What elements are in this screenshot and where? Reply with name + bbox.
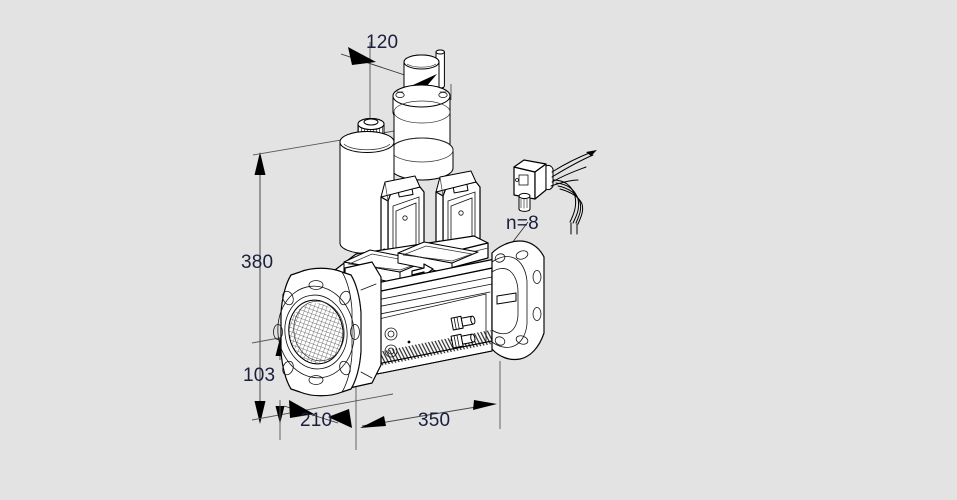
dimension-label-350: 350 xyxy=(418,410,450,431)
din-connector-detached xyxy=(513,159,554,212)
inlet-flange-with-screen xyxy=(273,261,382,397)
dimension-label-120: 120 xyxy=(366,32,398,53)
dimension-label-380: 380 xyxy=(241,252,273,273)
cable-harness xyxy=(550,150,597,235)
dimension-width-210-350 xyxy=(279,361,501,450)
flange-bolt-holes xyxy=(273,280,360,385)
pressure-regulator-dome xyxy=(390,100,454,181)
annotation-label-bolt-count: n=8 xyxy=(506,213,539,234)
outlet-flange xyxy=(491,240,545,361)
hex-fittings xyxy=(450,315,476,349)
dimension-label-210: 210 xyxy=(300,410,332,431)
inlet-neck xyxy=(360,283,377,379)
dimension-label-103: 103 xyxy=(243,365,275,386)
